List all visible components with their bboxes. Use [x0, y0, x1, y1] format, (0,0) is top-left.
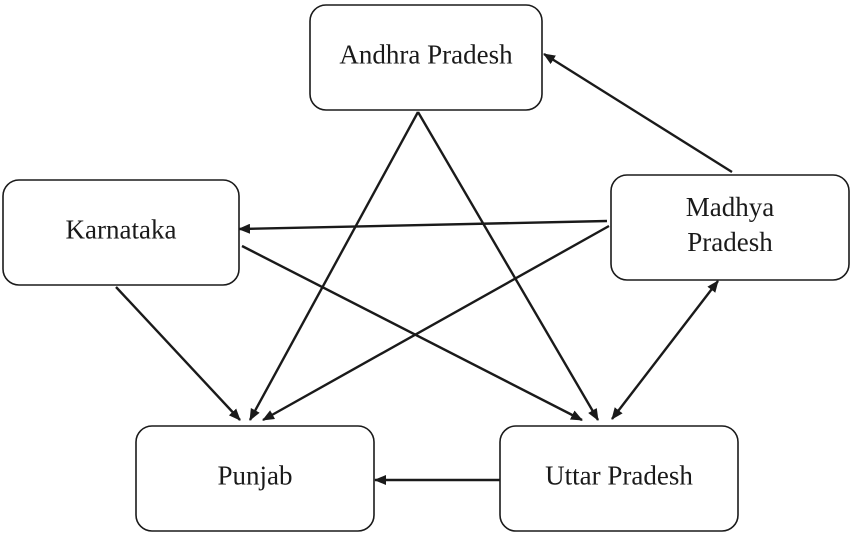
node-box [309, 4, 543, 111]
node-box [135, 425, 375, 532]
node-box [499, 425, 739, 532]
node-pb: Punjab [135, 425, 375, 532]
node-label: Madhya [686, 192, 774, 222]
node-label: Uttar Pradesh [545, 461, 693, 491]
edge-up-to-mp [611, 280, 719, 420]
edges-layer [115, 52, 733, 485]
edge-mp-to-pb [262, 224, 610, 422]
edge-ap-to-up [416, 111, 600, 421]
node-label: Punjab [217, 461, 292, 491]
node-label: Karnataka [66, 215, 177, 245]
node-box [610, 174, 850, 281]
edge-mp-to-ap [543, 52, 733, 174]
edge-ka-to-up [241, 244, 583, 422]
node-label: Pradesh [687, 227, 773, 257]
node-box [2, 179, 240, 286]
node-ap: Andhra Pradesh [309, 4, 543, 111]
edge-mp-to-ka [238, 219, 608, 234]
node-label: Andhra Pradesh [339, 40, 513, 70]
node-ka: Karnataka [2, 179, 240, 286]
edge-ap-to-pb [248, 111, 420, 421]
node-up: Uttar Pradesh [499, 425, 739, 532]
edge-ka-to-pb [115, 286, 241, 421]
